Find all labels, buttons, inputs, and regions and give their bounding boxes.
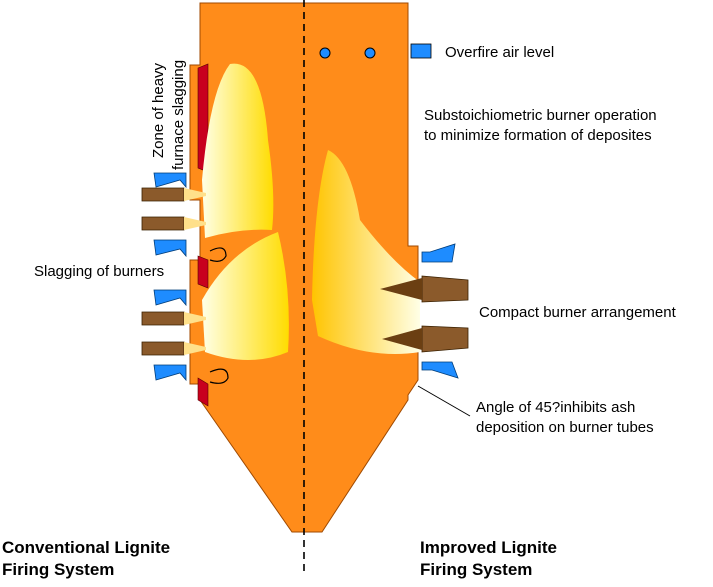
angle-label-line1: Angle of 45?inhibits ash: [476, 399, 636, 416]
burner-right-2-cone: [382, 328, 422, 350]
burner-left-3: [141, 311, 185, 326]
conventional-caption-line2: Firing System: [2, 560, 115, 579]
burner-left-2-tip: [184, 217, 206, 230]
right-air-nozzles: [421, 243, 459, 379]
flame-lower-left: [202, 232, 289, 360]
slag-hook-lower: [209, 368, 229, 384]
compact-burner-label: Compact burner arrangement: [479, 304, 676, 321]
flame-right: [312, 150, 420, 354]
right-burners: [380, 275, 469, 353]
conventional-caption-line1: Conventional Lignite: [2, 538, 171, 557]
burner-left-4-tip: [184, 342, 206, 355]
slag-layer-middle: [197, 255, 209, 289]
overfire-port-left: [319, 47, 331, 59]
angle-label-line2: deposition on burner tubes: [476, 419, 654, 436]
zone-slagging-label-line2: furnace slagging: [170, 59, 187, 170]
air-nozzle-right-1: [421, 243, 456, 263]
burner-right-1: [421, 275, 469, 303]
left-burners: [141, 187, 206, 356]
air-nozzle-left-3: [153, 289, 187, 307]
burner-right-2: [421, 325, 469, 353]
flame-upper-left: [202, 63, 274, 238]
slag-layer-lower: [197, 377, 209, 407]
burner-left-1-tip: [184, 188, 206, 201]
zone-slagging-label-line1: Zone of heavy: [150, 62, 167, 158]
slagging-burners-label: Slagging of burners: [34, 263, 165, 280]
air-nozzle-right-2: [421, 361, 459, 379]
burner-right-1-cone: [380, 278, 422, 300]
improved-caption-line2: Firing System: [420, 560, 533, 579]
overfire-air-legend-marker: [410, 43, 432, 59]
angle-pointer: [417, 385, 471, 417]
burner-left-3-tip: [184, 312, 206, 325]
left-air-nozzles: [153, 172, 187, 382]
burner-left-1: [141, 187, 185, 202]
substoichiometric-label-line1: Substoichiometric burner operation: [424, 107, 657, 124]
slag-hook-upper: [209, 247, 227, 262]
overfire-air-label: Overfire air level: [445, 44, 555, 61]
burner-left-4: [141, 341, 185, 356]
improved-caption-line1: Improved Lignite: [420, 538, 557, 557]
air-nozzle-left-4: [153, 364, 187, 382]
substoichiometric-label-line2: to minimize formation of deposites: [424, 127, 652, 144]
overfire-port-right: [364, 47, 376, 59]
air-nozzle-left-1: [153, 172, 187, 189]
air-nozzle-left-2: [153, 239, 187, 258]
burner-left-2: [141, 216, 185, 231]
